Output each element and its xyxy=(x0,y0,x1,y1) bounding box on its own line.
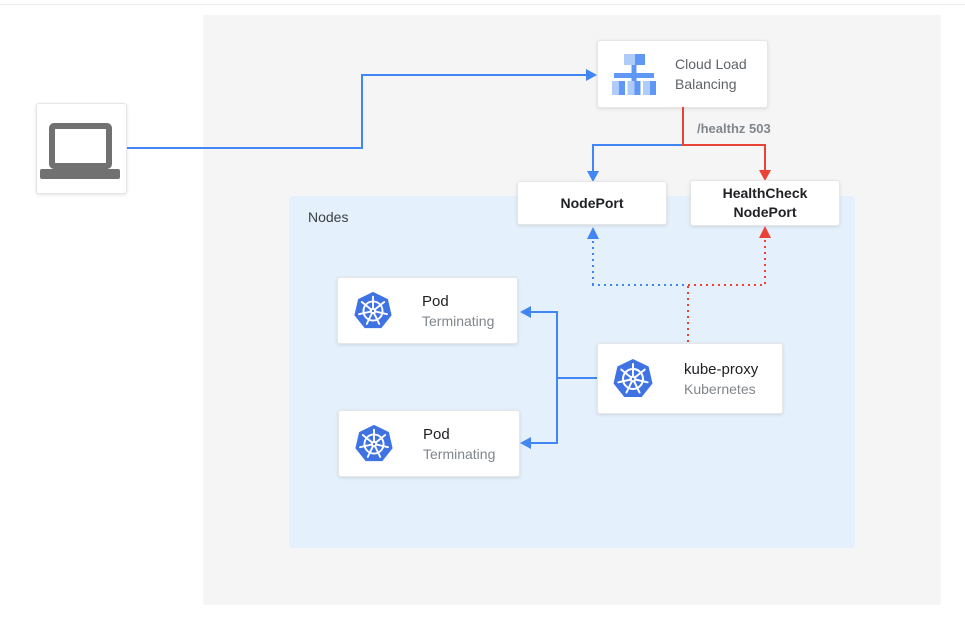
nodes-panel-label: Nodes xyxy=(308,209,349,225)
client-node xyxy=(36,103,127,194)
load-balancer-icon xyxy=(612,54,656,95)
healthcheck-nodeport-node: HealthCheck NodePort xyxy=(690,180,840,226)
edge-clb-blue-v xyxy=(592,144,594,172)
cloud-load-balancing-label: Cloud Load Balancing xyxy=(675,56,747,92)
arrowhead-into-pod2 xyxy=(520,437,531,449)
cloud-load-balancing-node: Cloud Load Balancing xyxy=(597,40,768,108)
healthz-503-label: /healthz 503 xyxy=(697,121,771,136)
pod-1-node: Pod Terminating xyxy=(337,277,518,344)
edge-to-pod1-h xyxy=(530,311,558,313)
edge-kproxy-dotted-red-h xyxy=(688,284,766,286)
edge-kproxy-dotted-blue-h xyxy=(592,284,688,286)
edge-kproxy-dotted-red-v1 xyxy=(764,240,766,285)
pod2-status: Terminating xyxy=(423,445,496,462)
kubernetes-helm-icon xyxy=(613,358,653,397)
edge-clb-blue-h xyxy=(592,144,682,146)
nodeport-label: NodePort xyxy=(560,194,624,211)
edge-kproxy-to-pods-h xyxy=(556,377,598,379)
top-divider-line xyxy=(0,4,965,5)
edge-kproxy-dotted-red-v2 xyxy=(687,286,689,343)
edge-client-to-clb-h2 xyxy=(361,74,587,76)
arrowhead-into-healthcheck-nodeport xyxy=(759,170,771,181)
edge-kproxy-dotted-blue-v xyxy=(592,241,594,285)
edge-clb-red-v2 xyxy=(764,144,766,171)
laptop-icon-base xyxy=(40,169,120,179)
kube-proxy-subtitle: Kubernetes xyxy=(684,380,756,397)
pod1-title: Pod xyxy=(422,292,449,310)
pod2-title: Pod xyxy=(423,425,450,443)
arrowhead-into-pod1 xyxy=(520,306,531,318)
pod1-status: Terminating xyxy=(422,312,495,329)
pod-2-node: Pod Terminating xyxy=(338,410,520,477)
edge-client-to-clb-h1 xyxy=(127,147,363,149)
dotted-arrowhead-into-healthcheck xyxy=(759,226,771,238)
kube-proxy-node: kube-proxy Kubernetes xyxy=(597,343,783,414)
edge-to-pod2-h xyxy=(530,442,558,444)
laptop-icon xyxy=(49,123,112,169)
healthcheck-nodeport-label: HealthCheck NodePort xyxy=(722,185,808,220)
kube-proxy-title: kube-proxy xyxy=(684,360,759,378)
kubernetes-helm-icon xyxy=(354,291,392,328)
arrowhead-into-clb xyxy=(586,69,597,81)
kubernetes-helm-icon xyxy=(355,424,393,461)
edge-clb-red-h xyxy=(682,144,766,146)
edge-clb-red-v1 xyxy=(682,107,684,146)
edge-client-to-clb-v xyxy=(361,74,363,149)
dotted-arrowhead-into-nodeport xyxy=(587,227,599,239)
arrowhead-into-nodeport xyxy=(587,171,599,182)
edge-kproxy-to-pods-v xyxy=(556,311,558,443)
nodeport-node: NodePort xyxy=(517,181,667,225)
